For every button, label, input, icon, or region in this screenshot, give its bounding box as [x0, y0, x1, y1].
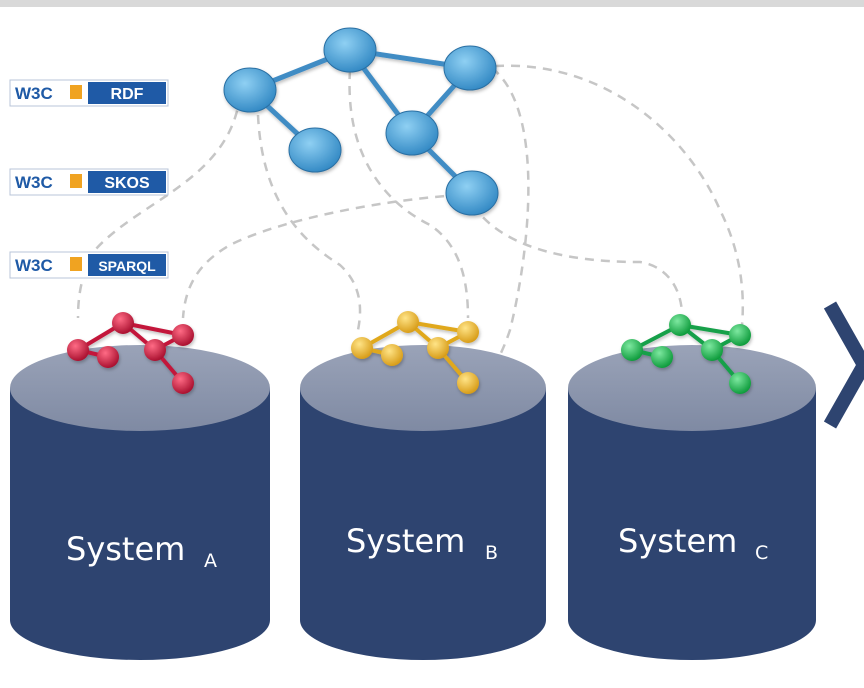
- graph-node: [427, 337, 449, 359]
- graph-system-b: [351, 311, 479, 394]
- graph-node: [144, 339, 166, 361]
- link-curve: [76, 94, 242, 319]
- system-a-name: System: [66, 530, 185, 568]
- graph-node: [651, 346, 673, 368]
- standard-name: SKOS: [104, 175, 150, 192]
- graph-node: [669, 314, 691, 336]
- graph-node: [381, 344, 403, 366]
- link-curves: [76, 64, 745, 387]
- graph-node: [621, 339, 643, 361]
- standard-name: RDF: [111, 86, 144, 103]
- system-b-sub: B: [485, 542, 498, 564]
- link-curve: [494, 64, 745, 326]
- chevron-right-icon: [823, 301, 864, 429]
- w3c-skos-logo: W3C SKOS: [9, 168, 169, 196]
- top-border: [0, 0, 864, 7]
- graph-node: [172, 372, 194, 394]
- graph-node: [729, 372, 751, 394]
- cube-icon: [70, 85, 82, 99]
- graph-node: [397, 311, 419, 333]
- link-curve: [181, 193, 461, 319]
- graph-node: [67, 339, 89, 361]
- graph-node: [323, 27, 377, 73]
- w3c-prefix: W3C: [15, 256, 53, 275]
- graph-system-a: [67, 312, 194, 394]
- graph-node: [223, 67, 277, 113]
- standards-logos: W3C RDF W3C SKOS W3C SPARQL: [9, 79, 169, 279]
- link-curve: [471, 204, 684, 313]
- cylinder-system-a: System A: [10, 345, 270, 660]
- graph-node: [457, 321, 479, 343]
- central-graph: [223, 27, 499, 216]
- cylinder-system-c: System C: [568, 345, 816, 660]
- system-c-name: System: [618, 522, 737, 560]
- graph-node: [443, 45, 497, 91]
- system-b-name: System: [346, 522, 465, 560]
- graph-node: [729, 324, 751, 346]
- system-a-sub: A: [204, 550, 217, 572]
- graph-node: [701, 339, 723, 361]
- graph-node: [288, 127, 342, 173]
- standard-name: SPARQL: [98, 258, 156, 274]
- w3c-sparql-logo: W3C SPARQL: [9, 251, 169, 279]
- graph-node: [172, 324, 194, 346]
- graph-node: [457, 372, 479, 394]
- system-c-sub: C: [755, 542, 768, 564]
- graph-node: [385, 110, 439, 156]
- cube-icon: [70, 257, 82, 271]
- link-curve: [477, 67, 530, 387]
- graph-node: [445, 170, 499, 216]
- graph-system-c: [621, 314, 751, 394]
- w3c-prefix: W3C: [15, 173, 53, 192]
- cylinder-system-b: System B: [300, 345, 546, 660]
- graph-node: [97, 346, 119, 368]
- cube-icon: [70, 174, 82, 188]
- link-curve: [256, 114, 362, 331]
- graph-node: [112, 312, 134, 334]
- w3c-prefix: W3C: [15, 84, 53, 103]
- w3c-rdf-logo: W3C RDF: [9, 79, 169, 107]
- graph-node: [351, 337, 373, 359]
